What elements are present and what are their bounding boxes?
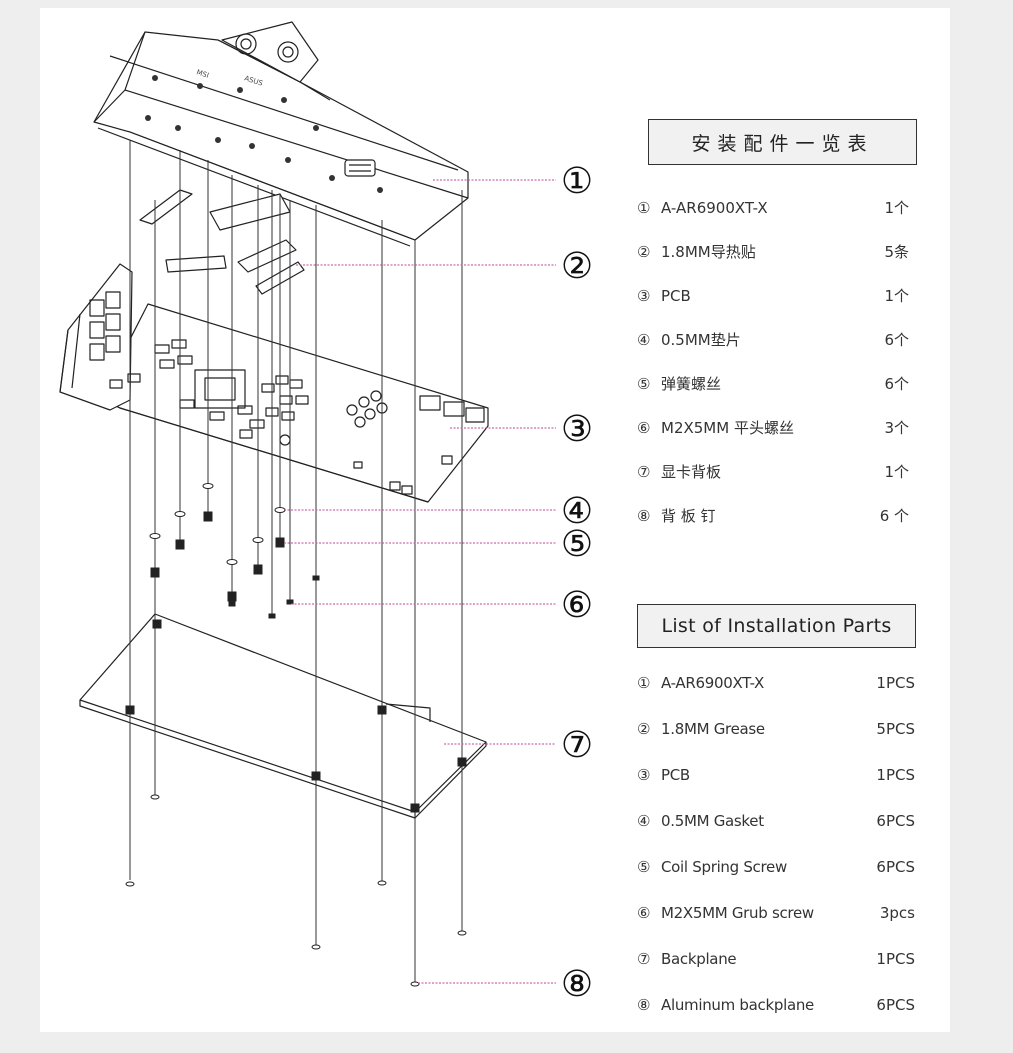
item-name: Coil Spring Screw	[661, 858, 787, 876]
item-number: ②	[637, 243, 651, 261]
item-name: 弹簧螺丝	[661, 375, 722, 393]
item-name: 1.8MM Grease	[661, 720, 765, 738]
item-name: 0.5MM垫片	[661, 331, 741, 349]
leader-lines	[284, 179, 556, 984]
callout-5: ⑤	[561, 524, 593, 565]
item-name: M2X5MM Grub screw	[661, 904, 814, 922]
hardware	[125, 483, 467, 987]
content-card	[40, 8, 950, 1032]
item-number: ③	[637, 287, 651, 305]
callout-8: ⑧	[561, 964, 593, 1005]
item-qty: 6 个	[879, 507, 909, 525]
item-name: M2X5MM 平头螺丝	[661, 419, 794, 437]
item-name: 0.5MM Gasket	[661, 812, 764, 830]
callout-1: ①	[561, 161, 593, 202]
backplate-part	[79, 613, 487, 819]
item-number: ④	[637, 331, 651, 349]
thermal-pads-part	[139, 189, 305, 295]
item-qty: 6PCS	[876, 996, 915, 1014]
water-block-part: MSI ASUS	[93, 21, 469, 247]
item-number: ⑧	[637, 507, 651, 525]
item-qty: 1个	[884, 199, 909, 217]
item-qty: 1个	[884, 463, 909, 481]
svg-text:MSI: MSI	[195, 68, 209, 79]
item-name: 1.8MM导热贴	[661, 243, 756, 261]
item-qty: 3pcs	[879, 904, 915, 922]
item-number: ⑦	[637, 463, 651, 481]
item-number: ②	[637, 720, 651, 738]
item-number: ①	[637, 674, 651, 692]
item-qty: 1个	[884, 287, 909, 305]
item-qty: 1PCS	[876, 950, 915, 968]
callout-4: ④	[561, 491, 593, 532]
item-number: ⑦	[637, 950, 651, 968]
item-qty: 1PCS	[876, 766, 915, 784]
item-qty: 6个	[884, 331, 909, 349]
item-number: ⑤	[637, 375, 651, 393]
item-qty: 6个	[884, 375, 909, 393]
item-qty: 6PCS	[876, 858, 915, 876]
item-name: A-AR6900XT-X	[661, 199, 768, 217]
pcb-part	[59, 263, 489, 503]
item-name: 背 板 钉	[661, 507, 716, 525]
item-name: PCB	[661, 766, 690, 784]
en-parts-title: List of Installation Parts	[637, 604, 916, 648]
callout-7: ⑦	[561, 725, 593, 766]
item-qty: 5条	[884, 243, 909, 261]
screw-axes	[129, 140, 463, 982]
item-number: ④	[637, 812, 651, 830]
callout-6: ⑥	[561, 585, 593, 626]
callout-3: ③	[561, 409, 593, 450]
cn-parts-title: 安装配件一览表	[648, 119, 917, 165]
item-number: ⑥	[637, 419, 651, 437]
item-number: ③	[637, 766, 651, 784]
item-name: PCB	[661, 287, 691, 305]
item-number: ⑥	[637, 904, 651, 922]
callout-2: ②	[561, 246, 593, 287]
item-qty: 3个	[884, 419, 909, 437]
item-number: ⑧	[637, 996, 651, 1014]
item-name: 显卡背板	[661, 463, 722, 481]
item-name: Aluminum backplane	[661, 996, 814, 1014]
item-qty: 1PCS	[876, 674, 915, 692]
item-name: Backplane	[661, 950, 737, 968]
item-qty: 6PCS	[876, 812, 915, 830]
item-number: ⑤	[637, 858, 651, 876]
item-name: A-AR6900XT-X	[661, 674, 765, 692]
item-qty: 5PCS	[876, 720, 915, 738]
item-number: ①	[637, 199, 651, 217]
